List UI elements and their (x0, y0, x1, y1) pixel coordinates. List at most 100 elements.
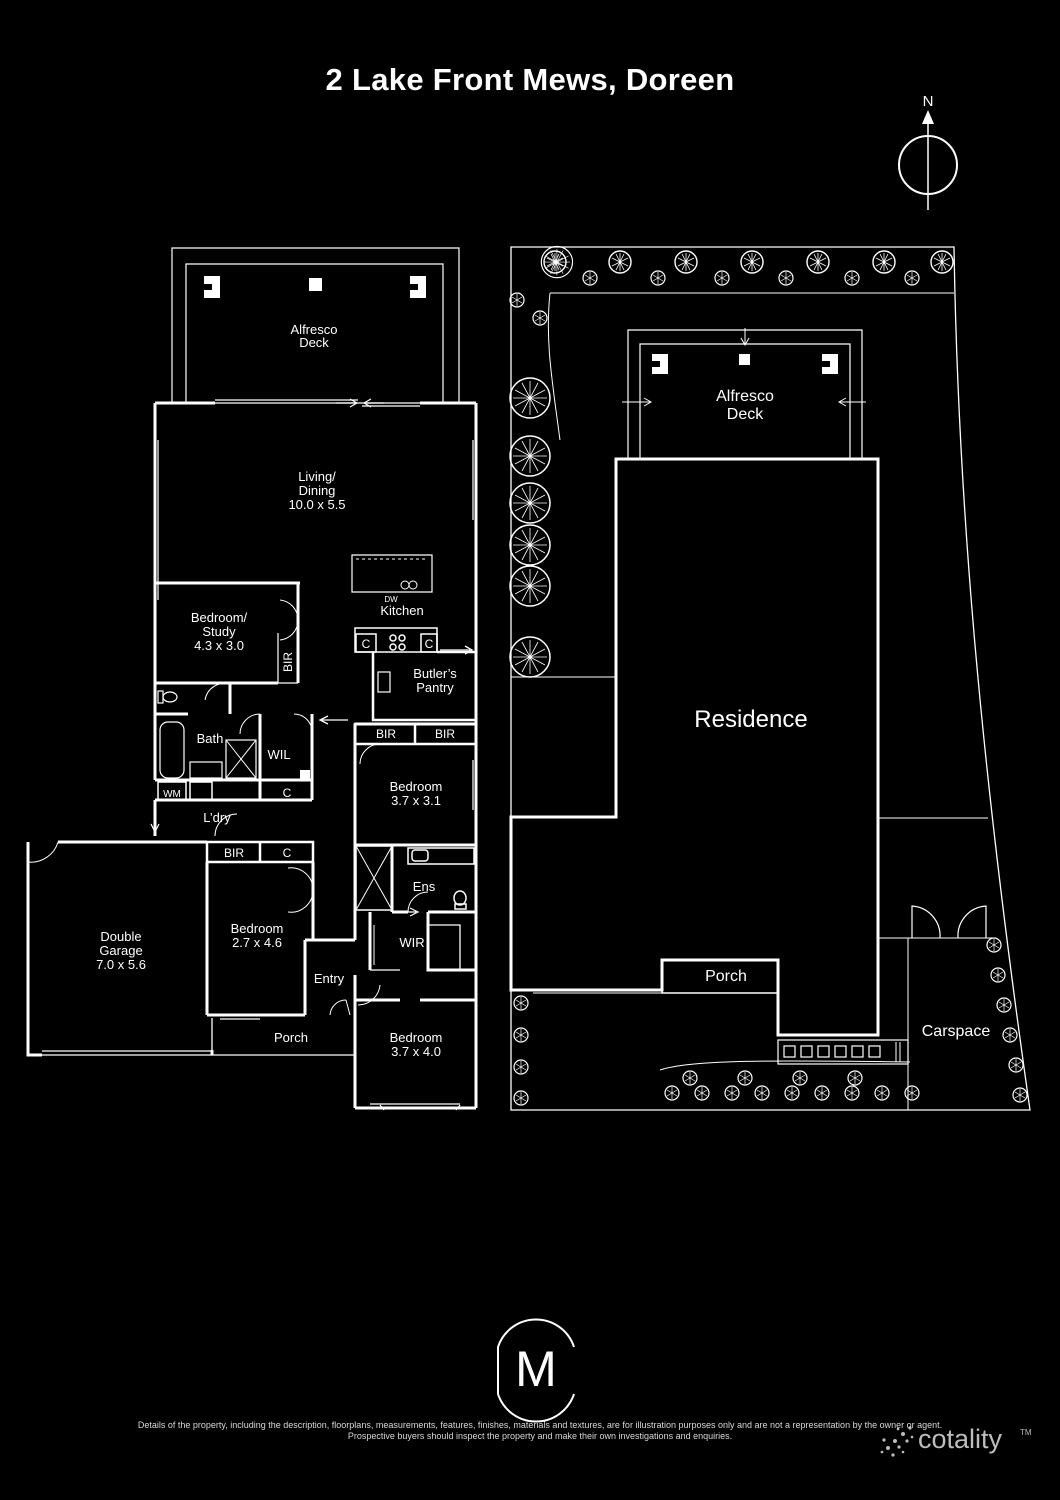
cotality-logo-icon (880, 1426, 914, 1457)
shrub-icon (778, 270, 794, 286)
residence-outline (509, 457, 880, 1037)
label-bed-left: Bedroom (231, 921, 284, 936)
label-study-1: Bedroom/ (191, 610, 248, 625)
shrub-icon (996, 997, 1012, 1013)
alfresco-deck-area (171, 247, 460, 402)
shrub-icon (509, 292, 525, 308)
shrub-icon (874, 1085, 890, 1101)
label-study-size: 4.3 x 3.0 (194, 638, 244, 653)
brand-name: cotality (918, 1424, 1003, 1454)
disclaimer-line-1: Details of the property, including the d… (137, 1420, 943, 1430)
label-butlers-1: Butler’s (413, 666, 457, 681)
shrub-icon (1008, 1057, 1024, 1073)
site-label-porch: Porch (705, 968, 747, 985)
compass-icon: N (898, 93, 958, 210)
label-dw: DW (384, 595, 398, 604)
label-living-size: 10.0 x 5.5 (288, 497, 345, 512)
floor-plan (26, 247, 478, 1111)
site-label-residence: Residence (694, 706, 807, 733)
tree-icon (509, 636, 551, 678)
label-kitchen: Kitchen (380, 603, 423, 618)
site-label-carspace: Carspace (922, 1023, 991, 1040)
tree-icon (509, 565, 551, 607)
label-study-2: Study (202, 624, 236, 639)
brand-tm: TM (1020, 1428, 1032, 1437)
shrub-icon (694, 1085, 710, 1101)
disclaimer: Details of the property, including the d… (40, 1420, 1040, 1442)
label-alfresco-2: Deck (299, 335, 329, 350)
shrub-icon (582, 270, 598, 286)
shrub-icon (904, 270, 920, 286)
shrub-icon (844, 270, 860, 286)
tree-icon (509, 377, 551, 419)
label-c-ldry: C (283, 786, 292, 800)
site-label-alfresco-2: Deck (727, 406, 764, 423)
shrub-icon (814, 1085, 830, 1101)
shrub-icon (844, 1085, 860, 1101)
shrub-icon (608, 250, 632, 274)
shrub-icon (784, 1085, 800, 1101)
label-bir-a: BIR (376, 727, 396, 741)
label-garage-size: 7.0 x 5.6 (96, 957, 146, 972)
label-wir: WIR (399, 935, 424, 950)
shrub-icon (740, 250, 764, 274)
label-bed-right-size: 3.7 x 4.0 (391, 1044, 441, 1059)
label-garage-1: Double (100, 929, 141, 944)
shrub-icon (650, 270, 666, 286)
label-bed-mid-size: 3.7 x 3.1 (391, 793, 441, 808)
label-bed-left-size: 2.7 x 4.6 (232, 935, 282, 950)
label-alfresco-1: Alfresco (291, 322, 338, 337)
shrub-icon (872, 250, 896, 274)
tree-icon (509, 482, 551, 524)
label-c-right: C (425, 637, 434, 651)
label-bed-right: Bedroom (390, 1030, 443, 1045)
shrub-icon (682, 1070, 698, 1086)
label-bir-vertical: BIR (281, 652, 295, 672)
shrub-icon (714, 270, 730, 286)
site-label-alfresco-1: Alfresco (716, 388, 774, 405)
shrub-icon (986, 937, 1002, 953)
shrub-icon (674, 250, 698, 274)
label-entry: Entry (314, 971, 345, 986)
shrub-icon (806, 250, 830, 274)
shrub-icon (513, 995, 529, 1011)
label-garage-2: Garage (99, 943, 142, 958)
page-title: 2 Lake Front Mews, Doreen (325, 62, 735, 97)
floor-plan-labels: Alfresco Deck Living/ Dining 10.0 x 5.5 … (96, 322, 457, 1059)
label-wil: WIL (267, 747, 290, 762)
agency-logo: M (497, 1318, 575, 1423)
label-ens: Ens (413, 879, 436, 894)
label-bir-c: BIR (224, 846, 244, 860)
shrub-icon (513, 1027, 529, 1043)
tree-icon (509, 524, 551, 566)
label-bir-b: BIR (435, 727, 455, 741)
shrub-icon (990, 967, 1006, 983)
shrub-icon (904, 1085, 920, 1101)
site-plan-labels: Alfresco Deck Residence Porch Carspace (694, 388, 990, 1040)
label-living-1: Living/ (298, 469, 336, 484)
shrub-icon (513, 1090, 529, 1106)
tree-icon (509, 435, 551, 477)
shrub-icon (930, 250, 954, 274)
shrub-icon (1012, 1087, 1028, 1103)
label-living-2: Dining (299, 483, 336, 498)
shrub-icon (792, 1070, 808, 1086)
shrub-icon (1002, 1027, 1018, 1043)
shrub-icon (532, 310, 548, 326)
logo-monogram: M (515, 1341, 557, 1397)
label-ldry: L’dry (203, 810, 231, 825)
label-c-left: C (362, 637, 371, 651)
label-c-bed: C (283, 846, 292, 860)
north-label: N (923, 93, 934, 110)
site-plan (509, 246, 1031, 1111)
label-bed-mid: Bedroom (390, 779, 443, 794)
shrub-icon (724, 1085, 740, 1101)
disclaimer-line-2: Prospective buyers should inspect the pr… (347, 1431, 733, 1441)
label-porch: Porch (274, 1030, 308, 1045)
label-bath: Bath (197, 731, 224, 746)
label-butlers-2: Pantry (416, 680, 454, 695)
shrub-icon (847, 1070, 863, 1086)
shrub-icon (664, 1085, 680, 1101)
shrub-icon (513, 1059, 529, 1075)
